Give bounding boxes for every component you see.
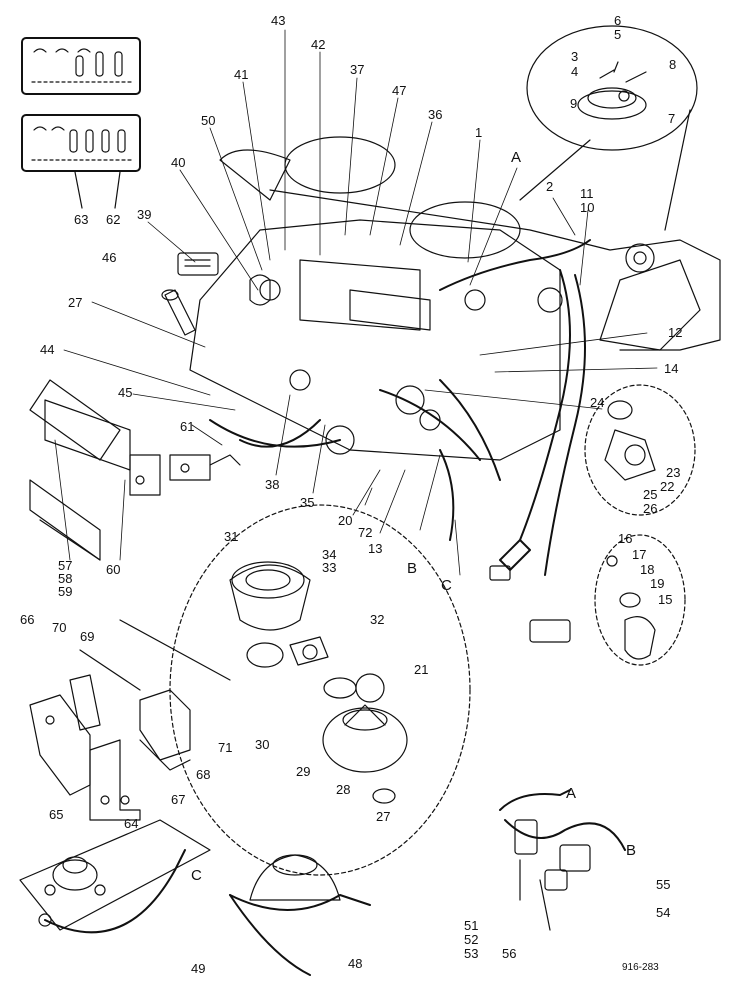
fuse-block-inset-upper	[22, 38, 140, 94]
callout-22: 22	[660, 479, 675, 494]
callout-68: 68	[196, 767, 211, 782]
letter-c-bottom: C	[191, 867, 202, 884]
mounting-brackets	[30, 620, 230, 820]
switch-boot	[230, 855, 370, 975]
callout-40: 40	[171, 155, 186, 170]
callout-51: 51	[464, 918, 479, 933]
callout-53: 53	[464, 946, 479, 961]
callout-32: 32	[370, 612, 385, 627]
callout-48: 48	[348, 956, 363, 971]
callout-31: 31	[224, 529, 239, 544]
callout-35: 35	[300, 495, 315, 510]
callout-42: 42	[311, 37, 326, 52]
callout-12: 12	[668, 325, 683, 340]
callout-7: 7	[668, 111, 676, 126]
dashboard-assembly	[190, 137, 720, 460]
callout-69: 69	[80, 629, 95, 644]
callout-38: 38	[265, 477, 280, 492]
callout-26: 26	[643, 501, 658, 516]
callout-27-upper: 27	[68, 295, 83, 310]
callout-1: 1	[475, 125, 483, 140]
callout-21: 21	[414, 662, 429, 677]
callout-8: 8	[669, 57, 677, 72]
callout-11: 11	[580, 186, 594, 201]
fuse-block-inset-lower	[22, 115, 140, 208]
callout-15: 15	[658, 592, 673, 607]
callout-64: 64	[124, 816, 139, 831]
callout-23: 23	[666, 465, 681, 480]
callout-25: 25	[643, 487, 658, 502]
callout-37: 37	[350, 62, 365, 77]
callout-2: 2	[546, 179, 554, 194]
callout-66: 66	[20, 612, 35, 627]
relay-assembly	[500, 790, 625, 930]
callout-46: 46	[102, 250, 117, 265]
callout-44: 44	[40, 342, 55, 357]
callout-47: 47	[392, 83, 407, 98]
callout-20: 20	[338, 513, 353, 528]
callout-36: 36	[428, 107, 443, 122]
callout-67: 67	[171, 792, 186, 807]
callout-59: 59	[58, 584, 73, 599]
bracket-plate	[30, 380, 240, 560]
callout-61: 61	[180, 419, 195, 434]
letter-b-bottom: B	[626, 842, 637, 859]
switch-assembly-inset	[170, 505, 470, 875]
callout-56: 56	[502, 946, 517, 961]
left-connectors	[162, 253, 270, 335]
callout-10: 10	[580, 200, 595, 215]
letter-a-top: A	[511, 149, 522, 166]
callout-58: 58	[58, 571, 73, 586]
callout-24: 24	[590, 395, 605, 410]
callout-52: 52	[464, 932, 479, 947]
callout-72: 72	[358, 525, 373, 540]
callout-34: 34	[322, 547, 337, 562]
letter-c-mid: C	[441, 577, 452, 594]
callout-43: 43	[271, 13, 286, 28]
sender-unit-inset	[520, 26, 697, 230]
letter-b-mid: B	[407, 560, 418, 577]
callout-9: 9	[570, 96, 578, 111]
callout-13: 13	[368, 541, 383, 556]
leader-lines	[55, 30, 657, 575]
callout-62: 62	[106, 212, 121, 227]
gauge-inset-right	[585, 385, 695, 665]
letter-a-bottom: A	[566, 785, 577, 802]
figure-id: 916-283	[622, 962, 659, 973]
callout-55: 55	[656, 877, 671, 892]
wiring-harness	[210, 240, 590, 642]
callout-29: 29	[296, 764, 311, 779]
callout-49: 49	[191, 961, 206, 976]
callout-70: 70	[52, 620, 67, 635]
callout-18: 18	[640, 562, 655, 577]
callout-71: 71	[218, 740, 233, 755]
callout-65: 65	[49, 807, 64, 822]
callout-50: 50	[201, 113, 216, 128]
callout-4: 4	[571, 64, 579, 79]
callout-41: 41	[234, 67, 249, 82]
callout-5: 5	[614, 27, 622, 42]
callout-33: 33	[322, 560, 337, 575]
callout-63: 63	[74, 212, 89, 227]
callout-30: 30	[255, 737, 270, 752]
callout-3: 3	[571, 49, 579, 64]
callout-27-lower: 27	[376, 809, 391, 824]
callout-17: 17	[632, 547, 647, 562]
callout-54: 54	[656, 905, 671, 920]
callout-14: 14	[664, 361, 679, 376]
callout-28: 28	[336, 782, 351, 797]
callout-60: 60	[106, 562, 121, 577]
callout-19: 19	[650, 576, 665, 591]
panel-switch	[20, 820, 210, 932]
callout-45: 45	[118, 385, 133, 400]
callout-16: 16	[618, 531, 633, 546]
callout-39: 39	[137, 207, 152, 222]
callout-57: 57	[58, 558, 73, 573]
callout-6: 6	[614, 13, 622, 28]
